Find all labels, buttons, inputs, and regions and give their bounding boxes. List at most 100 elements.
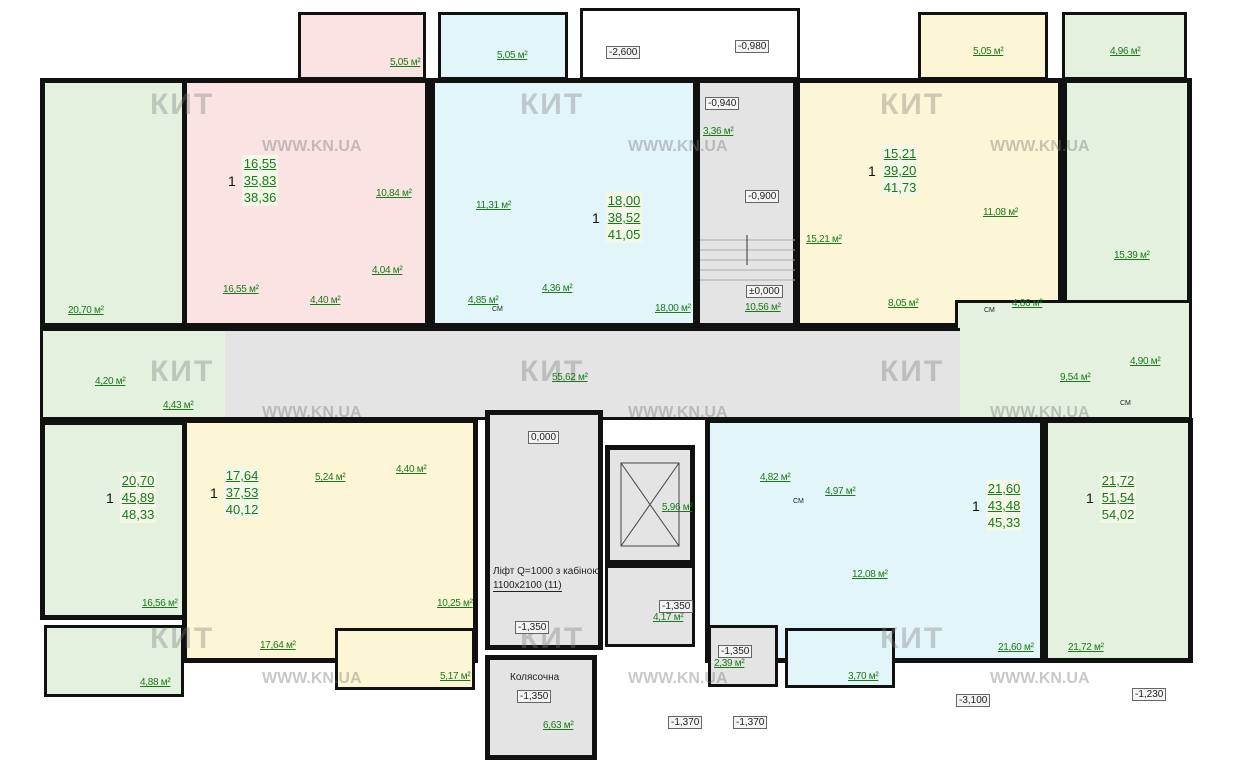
level-mark: -0,900 — [745, 190, 780, 203]
watermark-logo: КИТ — [880, 622, 945, 655]
watermark-logo: КИТ — [150, 88, 215, 121]
room-count: 1 — [972, 497, 980, 514]
room-living — [40, 78, 190, 328]
balcony — [785, 628, 895, 688]
area-label: 4,04 м² — [372, 265, 403, 276]
room-count: 1 — [868, 162, 876, 179]
level-mark: -0,940 — [705, 97, 740, 110]
area-label: 4,90 м² — [1130, 356, 1161, 367]
watermark-url: WWW.KN.UA — [628, 670, 728, 687]
living-area: 16,55 — [243, 156, 277, 171]
balcony — [335, 628, 475, 690]
stairwell-lower — [485, 410, 603, 650]
watermark-url: WWW.KN.UA — [262, 404, 362, 421]
watermark-logo: КИТ — [520, 355, 585, 388]
bath-mark: СМ — [492, 306, 503, 313]
stairs-icon — [700, 235, 795, 281]
apartment-yellow-lower — [182, 418, 478, 663]
total-area: 37,53 — [225, 485, 259, 500]
room-count: 1 — [228, 172, 236, 189]
area-label: 10,84 м² — [376, 188, 412, 199]
apartment-yellow — [795, 78, 1063, 328]
watermark-url: WWW.KN.UA — [262, 670, 362, 687]
area-label: 4,40 м² — [396, 464, 427, 475]
area-label: 11,08 м² — [983, 207, 1018, 218]
room-count: 1 — [592, 209, 600, 226]
living-area: 20,70 — [121, 473, 155, 488]
apartment-pink — [182, 78, 430, 328]
area-label: 16,56 м² — [142, 598, 178, 609]
level-mark: -1,370 — [733, 716, 768, 729]
area-label: 4,86 м² — [1012, 298, 1043, 309]
area-label: 3,70 м² — [848, 671, 879, 682]
area-label: 5,17 м² — [440, 671, 471, 682]
area-label: 9,54 м² — [1060, 372, 1091, 383]
bath-mark: СМ — [984, 307, 995, 314]
stroller-room — [485, 655, 597, 760]
living-area: 21,60 — [987, 481, 1021, 496]
room-living — [1062, 78, 1192, 308]
room-count: 1 — [1086, 489, 1094, 506]
elevator-cross-icon — [620, 462, 680, 547]
area-label: 21,72 м² — [1068, 642, 1104, 653]
area-label: 4,20 м² — [95, 376, 126, 387]
apartment-blue — [430, 78, 698, 328]
area-label: 15,21 м² — [806, 234, 842, 245]
watermark-logo: КИТ — [150, 622, 215, 655]
area-label: 20,70 м² — [68, 305, 104, 316]
total-area: 38,52 — [607, 210, 641, 225]
balcony — [438, 12, 568, 80]
room-count: 1 — [106, 489, 114, 506]
total-area: 43,48 — [987, 498, 1021, 513]
level-mark: 0,000 — [528, 431, 560, 444]
watermark-logo: КИТ — [520, 88, 585, 121]
total-area: 35,83 — [243, 173, 277, 188]
area-label: 4,96 м² — [1110, 46, 1141, 57]
corridor — [225, 328, 960, 420]
full-area: 40,12 — [225, 502, 259, 517]
area-label: 8,05 м² — [888, 298, 919, 309]
level-mark: -0,980 — [735, 40, 770, 53]
watermark-url: WWW.KN.UA — [628, 404, 728, 421]
area-label: 4,40 м² — [310, 295, 341, 306]
watermark-logo: КИТ — [880, 355, 945, 388]
area-label: 11,31 м² — [476, 200, 511, 211]
area-label: 5,05 м² — [497, 50, 528, 61]
level-mark: ±0,000 — [746, 285, 783, 298]
area-label: 5,24 м² — [315, 472, 346, 483]
watermark-logo: КИТ — [150, 355, 215, 388]
full-area: 41,73 — [883, 180, 917, 195]
area-label: 21,60 м² — [998, 642, 1034, 653]
area-label: 12,08 м² — [852, 569, 888, 580]
lift-label: Ліфт Q=1000 з кабіною — [493, 566, 600, 577]
full-area: 54,02 — [1101, 507, 1135, 522]
room-kitchen — [40, 420, 190, 620]
watermark-url: WWW.KN.UA — [990, 404, 1090, 421]
area-label: 10,56 м² — [745, 302, 781, 313]
watermark-url: WWW.KN.UA — [990, 670, 1090, 687]
area-label: 4,82 м² — [760, 472, 791, 483]
lift-label: 1100x2100 (11) — [493, 580, 562, 592]
level-mark: -1,350 — [659, 600, 694, 613]
watermark-logo: КИТ — [880, 88, 945, 121]
area-label: 5,05 м² — [973, 46, 1004, 57]
area-label: 10,25 м² — [437, 598, 473, 609]
level-mark: -2,600 — [606, 46, 641, 59]
area-label: 6,63 м² — [543, 720, 574, 731]
watermark-url: WWW.KN.UA — [990, 138, 1090, 155]
area-label: 5,96 м² — [662, 502, 693, 513]
area-label: 4,36 м² — [542, 283, 573, 294]
bath-mark: СМ — [793, 498, 804, 505]
area-label: 4,43 м² — [163, 400, 194, 411]
area-label: 5,05 м² — [390, 57, 421, 68]
full-area: 41,05 — [607, 227, 641, 242]
area-label: 3,36 м² — [703, 126, 734, 137]
area-label: 4,88 м² — [140, 677, 171, 688]
